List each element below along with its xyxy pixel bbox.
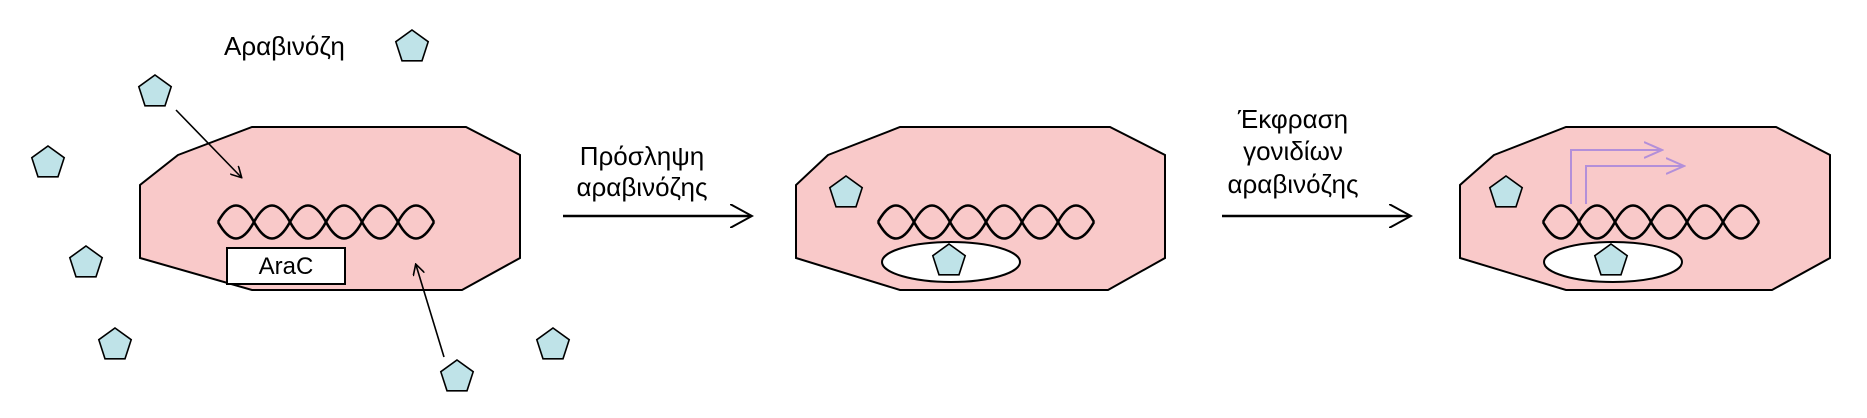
sugar-icon: [139, 75, 171, 106]
arabinose-label: Αραβινόζη: [224, 31, 345, 61]
uptake-label-line1: Πρόσληψη: [580, 141, 705, 171]
step-arrow-expression: Έκφραση γονιδίων αραβινόζης: [1222, 104, 1409, 216]
expression-label-line3: αραβινόζης: [1227, 169, 1358, 199]
expression-label-line1: Έκφραση: [1237, 104, 1348, 134]
sugar-icon: [396, 30, 428, 61]
panel-2: [796, 127, 1165, 290]
expression-label-line2: γονιδίων: [1243, 136, 1343, 166]
step-arrow-uptake: Πρόσληψη αραβινόζης: [563, 141, 750, 216]
sugar-icon: [99, 328, 131, 359]
arac-label: AraC: [259, 253, 314, 280]
uptake-label-line2: αραβινόζης: [576, 172, 707, 202]
panel-3: [1460, 127, 1830, 290]
sugar-icon: [70, 246, 102, 277]
panel-1: Αραβινόζη AraC: [32, 30, 569, 391]
sugar-icon: [32, 146, 64, 177]
sugar-icon: [441, 360, 473, 391]
sugar-icon: [537, 328, 569, 359]
